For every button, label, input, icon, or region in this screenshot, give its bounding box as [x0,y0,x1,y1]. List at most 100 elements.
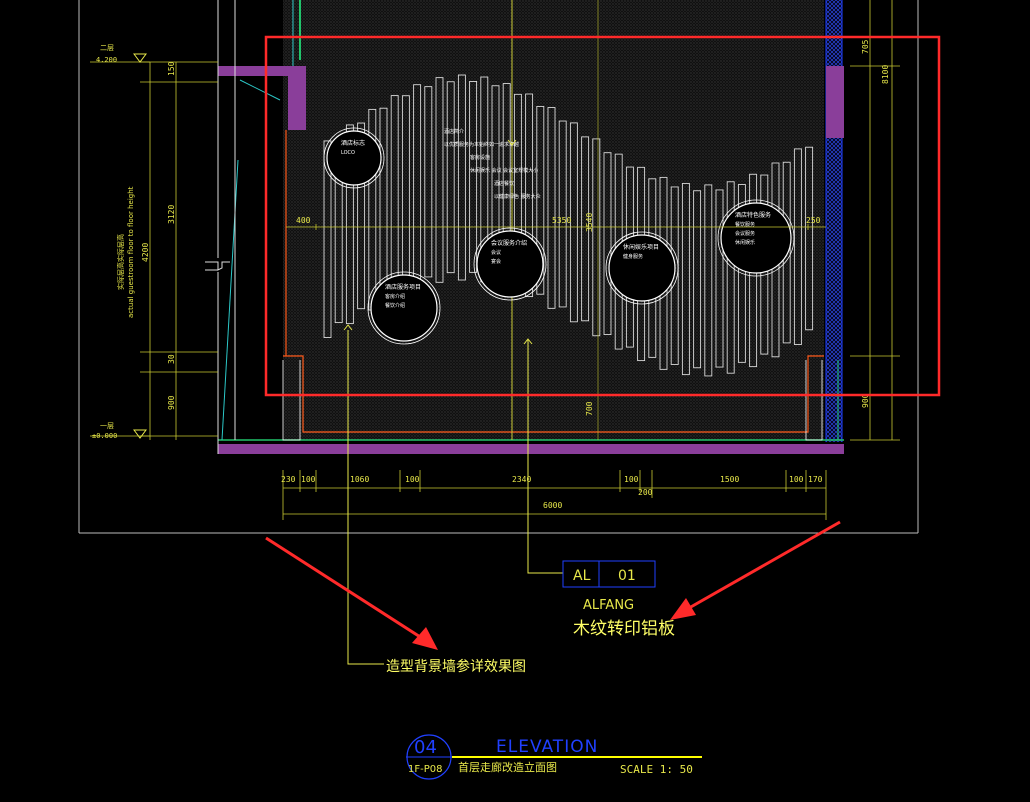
dim-left-900: 900 [167,395,176,410]
dim-bottom-mid: 200 [638,488,653,497]
title-number: 04 [414,737,437,758]
left-vertical-en: actual guestroom floor to floor height [127,186,135,318]
title-block: 04 1F-P08 ELEVATION 首层走廊改造立面图 SCALE 1: 5… [406,734,702,780]
bottom-dimension-lines [282,470,827,520]
wood-slat [424,86,433,278]
info-circle-text: 会议服务 [735,230,755,237]
title-scale: SCALE 1: 50 [620,763,693,776]
small-markers [343,139,533,345]
dim-vertical-lower: 700 [585,401,594,416]
dim-bottom-total: 6000 [543,501,562,510]
info-circle-text: LOCO [341,150,355,156]
brand-label: ALFANG [583,598,634,613]
tag-code-left: AL [573,568,591,584]
wood-slat [323,140,332,338]
wood-slat [569,122,578,323]
wood-slat [693,190,702,369]
wood-slat [726,181,735,374]
wood-slat [469,80,478,273]
wood-slat [558,120,567,308]
dim-left-3120: 3120 [167,205,176,224]
wood-slat [805,146,814,331]
info-circle-text: 会议 [491,249,501,256]
wood-slat [581,136,590,322]
level-bottom-name: 一层 [100,422,114,430]
dim-bottom: 100 [624,475,639,484]
wood-slat [592,138,601,337]
dim-right-8100: 8100 [881,65,890,84]
leader-lines [347,330,563,665]
info-circle-text: 客房介绍 [385,293,405,300]
dim-left-30: 30 [167,354,176,364]
red-arrow-right [670,520,841,620]
title-en: ELEVATION [496,737,598,757]
text-block: 酒店简介 以优质服务为本始终如一追求卓越 客房设施 休闲娱乐 会议 会议室规模大… [444,128,541,200]
level-mark-top: 二层 4.200 [96,44,147,64]
info-circle-text: 餐饮服务 [735,221,755,228]
base-boxes [282,360,823,441]
dim-bottom: 170 [808,475,823,484]
wood-slat [525,93,534,298]
red-arrow-left [265,536,438,650]
info-circle-text: 酒店标志 [341,139,365,147]
wood-slat [357,122,366,310]
info-circle-text: 酒店服务项目 [385,283,421,291]
right-dimension-chain [850,0,900,441]
dim-left-4200: 4200 [141,243,150,262]
info-circle-text: 会议服务介绍 [491,239,527,247]
wood-slat [457,74,466,281]
dim-left-150: 150 [167,61,176,76]
wood-slat [737,184,746,363]
wood-slat [793,148,802,345]
left-dimension-chain [90,61,218,440]
info-circle-text: 酒店特色服务 [735,211,771,219]
text-block-line: 休闲娱乐 会议 会议室规模大小 [470,167,538,174]
info-circle-text: 健身服务 [623,253,643,260]
wood-slat [603,152,612,336]
info-circle-text: 休闲娱乐项目 [623,243,659,251]
level-top-name: 二层 [100,44,114,52]
dim-center-span: 5350 [552,216,571,225]
wood-slat [547,107,556,309]
material-tag: AL 01 [562,560,656,588]
info-circle-text: 休闲娱乐 [735,239,755,246]
wood-slat [446,81,455,274]
right-dimension-labels: 705 8100 900 [861,39,890,408]
wood-slat [345,124,354,325]
panel-outline [283,130,824,433]
left-dimension-labels: 150 3120 4200 30 900 [141,61,176,410]
sheet-frame [78,0,919,534]
dim-right-900: 900 [861,393,870,408]
center-dimension-line [286,224,826,230]
dim-vertical-upper: 3540 [585,213,594,232]
center-dimension-labels: 400 5350 250 3540 700 [296,213,821,416]
left-wall-lines [205,0,236,454]
title-sheet: 1F-P08 [408,764,442,775]
wood-slat [681,182,690,376]
text-block-line: 以健康绿色 服务大众 [494,193,541,200]
red-highlight-box [264,35,941,397]
info-circle-text: 宴会 [491,258,501,265]
wall-note: 造型背景墙参详效果图 [386,658,526,675]
material-label: 木纹转印铝板 [573,619,675,639]
level-bottom-value: ±0.000 [92,432,117,440]
text-block-line: 以优质服务为本始终如一追求卓越 [444,141,519,148]
dim-bottom: 230 [281,475,296,484]
dim-bottom: 100 [405,475,420,484]
text-block-line: 客房设施 [470,154,490,161]
dim-bottom: 100 [301,475,316,484]
dim-center-left: 400 [296,216,311,225]
tag-code-right: 01 [618,568,636,584]
dim-bottom: 100 [789,475,804,484]
dim-center-right: 250 [806,216,821,225]
wood-slat [704,184,713,377]
text-block-line: 酒店简介 [444,128,464,135]
bottom-dimension-labels: 230 100 1060 100 2340 100 1500 100 170 2… [281,475,823,510]
level-mark-bottom: 一层 ±0.000 [92,422,147,440]
level-top-value: 4.200 [96,56,117,64]
title-cn: 首层走廊改造立面图 [458,760,557,774]
